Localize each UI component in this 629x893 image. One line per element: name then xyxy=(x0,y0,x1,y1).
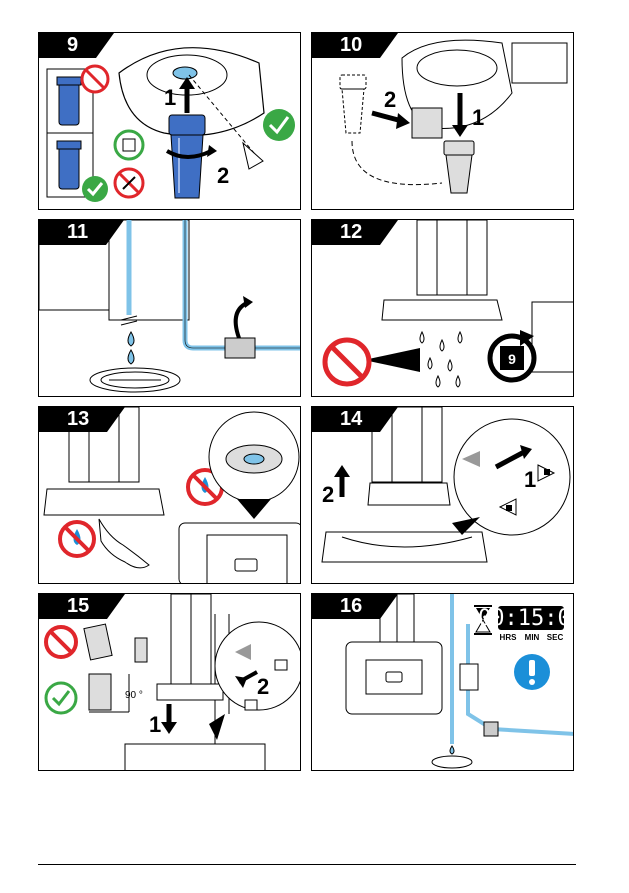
no-wrench-icon xyxy=(113,167,145,199)
prohibited-icon xyxy=(44,625,78,659)
footer-rule xyxy=(38,864,576,865)
no-water-icon xyxy=(186,468,224,506)
step-13-badge: 13 xyxy=(39,407,126,432)
water-drop-icon xyxy=(449,745,455,755)
step-11-badge: 11 xyxy=(39,220,125,245)
return-step-label: 9 xyxy=(508,351,516,367)
prohibited-icon xyxy=(80,64,110,94)
lock-icon xyxy=(274,659,288,671)
step-15-illustration: 90 ° 1 2 xyxy=(44,594,300,770)
lock-icon xyxy=(244,699,258,711)
hand-tighten-ok-icon xyxy=(113,129,145,161)
callout-1-label: 1 xyxy=(164,85,176,110)
new-filter xyxy=(443,140,475,194)
water-drop-icon xyxy=(127,331,135,365)
step-12-panel: 12 9 xyxy=(311,219,574,397)
step-13-panel: 13 xyxy=(38,406,301,584)
step-14-panel: 14 2 1 xyxy=(311,406,574,584)
filter-cartridge xyxy=(168,114,206,199)
timer-label-sec: SEC xyxy=(547,633,564,642)
floor-drain-icon xyxy=(431,755,473,769)
step-9-panel: 9 xyxy=(38,32,301,210)
step-15-panel: 15 90 ° 1 2 xyxy=(38,593,301,771)
step-10-badge: 10 xyxy=(312,33,399,58)
timer-display: 00:15:00 HRS MIN SEC xyxy=(478,606,574,642)
timer-label-hrs: HRS xyxy=(500,633,518,642)
no-water-icon xyxy=(58,520,96,558)
timer-value: 00:15:00 xyxy=(478,606,574,631)
callout-2-label: 2 xyxy=(257,674,269,699)
step-13-illustration xyxy=(43,407,300,583)
angle-label: 90 ° xyxy=(125,690,143,701)
step-14-badge: 14 xyxy=(312,407,399,432)
old-filter-outline xyxy=(339,74,367,134)
lock-icon xyxy=(537,464,556,482)
step-9-badge: 9 xyxy=(39,33,115,58)
drain-valve xyxy=(224,296,256,359)
callout-2-label: 2 xyxy=(322,482,334,507)
step-15-badge: 15 xyxy=(39,594,126,619)
callout-1-label: 1 xyxy=(472,105,484,130)
checkmark-icon xyxy=(263,109,295,141)
checkmark-icon xyxy=(44,681,78,715)
water-drop-icon xyxy=(419,330,463,388)
step-16-badge: 16 xyxy=(312,594,399,619)
step-10-panel: 10 2 1 xyxy=(311,32,574,210)
blue-filter-icon xyxy=(56,76,82,126)
cloth-icon xyxy=(98,518,150,569)
callout-1-label: 1 xyxy=(149,712,161,737)
callout-2-label: 2 xyxy=(384,87,396,112)
step-16-illustration: 00:15:00 HRS MIN SEC xyxy=(345,594,574,769)
rotate-icon: 9 xyxy=(487,330,537,383)
timer-label-min: MIN xyxy=(525,633,540,642)
prohibited-icon xyxy=(322,337,372,387)
callout-1-label: 1 xyxy=(524,467,536,492)
checkmark-icon xyxy=(82,176,108,202)
step-9-illustration: 1 2 xyxy=(46,47,295,202)
exclamation-icon xyxy=(514,654,550,690)
step-12-badge: 12 xyxy=(312,220,399,245)
blue-filter-icon xyxy=(56,140,82,190)
callout-2-label: 2 xyxy=(217,163,229,188)
step-14-illustration: 2 1 xyxy=(321,407,571,563)
step-10-illustration: 2 1 xyxy=(339,39,568,194)
step-12-illustration: 9 xyxy=(322,220,573,388)
lock-icon xyxy=(498,498,517,516)
floor-drain-icon xyxy=(89,367,181,393)
step-16-panel: 16 00:15:00 HRS MIN SEC xyxy=(311,593,574,771)
step-11-illustration xyxy=(39,220,300,393)
hourglass-icon xyxy=(474,605,492,635)
step-11-panel: 11 xyxy=(38,219,301,397)
